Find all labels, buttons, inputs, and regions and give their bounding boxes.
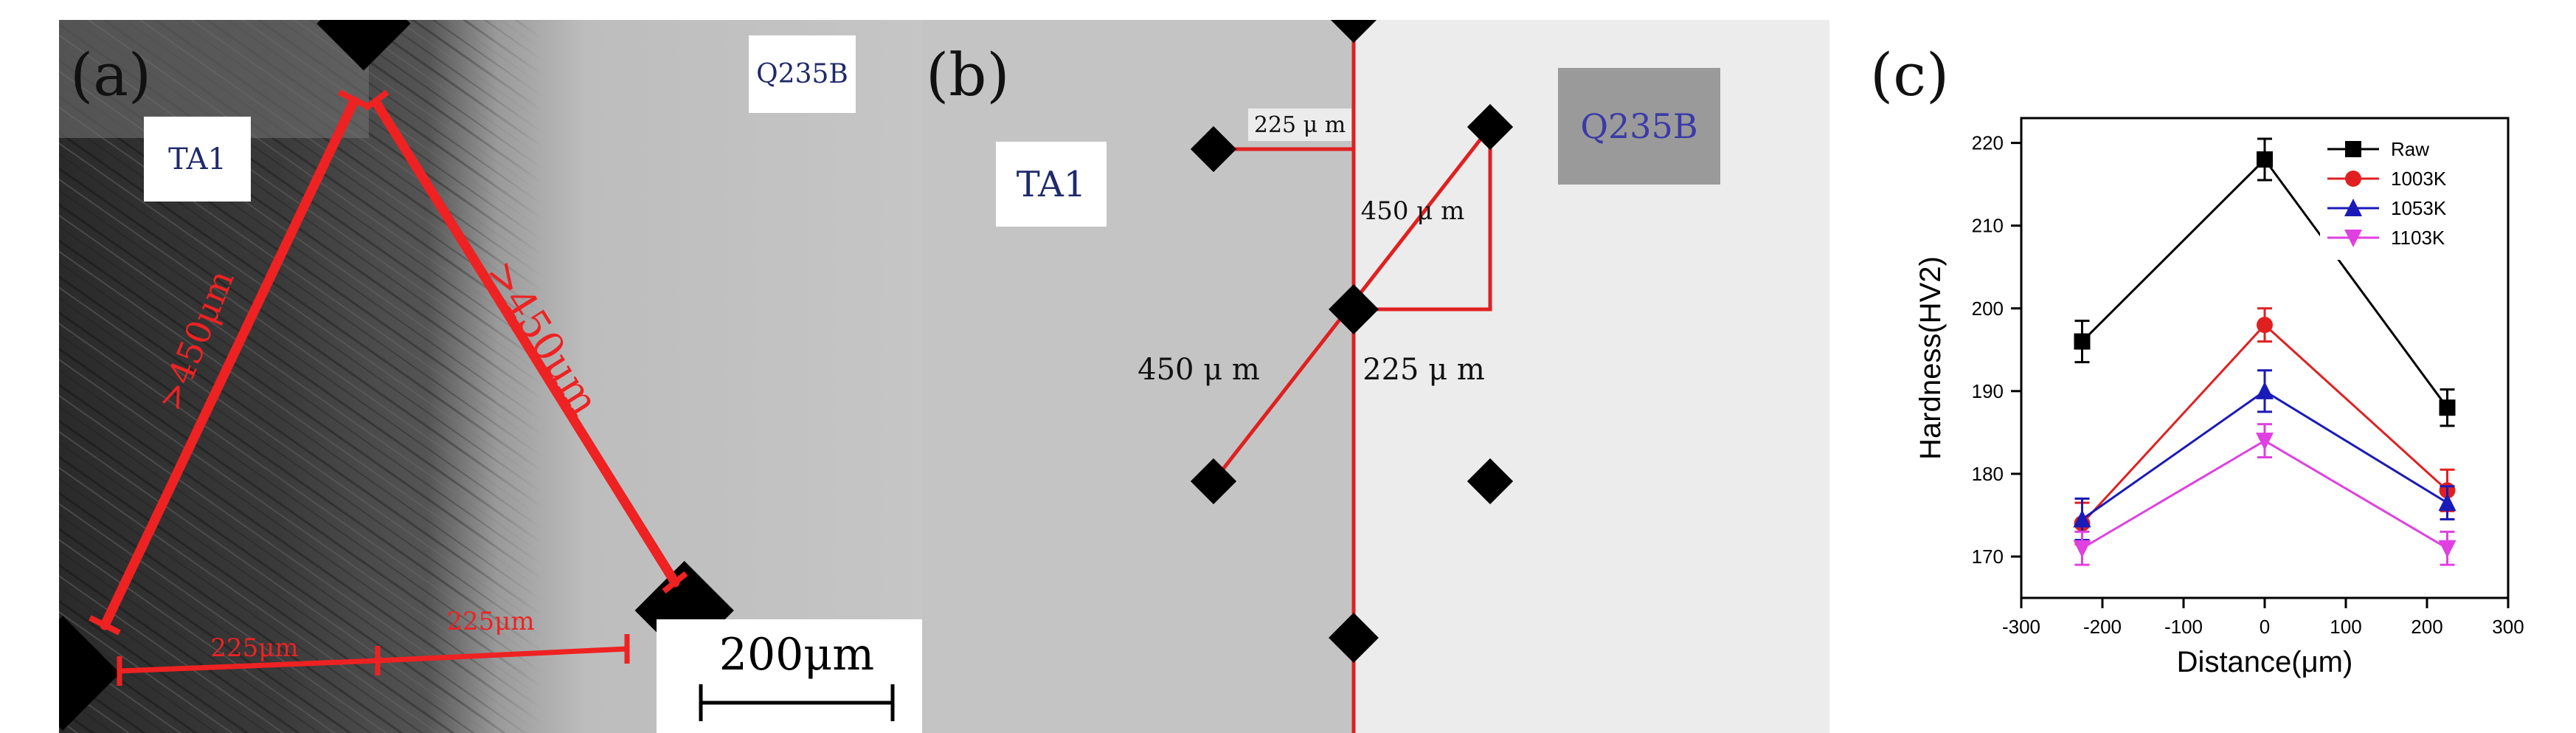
diag-upper-label: 450 μ m <box>1361 196 1465 226</box>
top-dim-label-bg <box>1248 109 1351 141</box>
data-point-marker <box>2438 493 2456 512</box>
bottom-left-label: 225μm <box>210 633 298 663</box>
horiz-dim-label: 225 μ m <box>1363 353 1485 387</box>
bottom-dim-left <box>119 658 378 674</box>
right-side-cap-bottom <box>662 571 688 594</box>
bottom-dim-right <box>377 646 628 664</box>
legend-entry: 1003K <box>2391 168 2447 190</box>
y-tick-label: 210 <box>1972 215 2004 237</box>
marker-interface-bottom <box>1329 613 1379 663</box>
hardness-chart: -300 -200 -100 0 100 200 300 170 180 190 200 210 220… <box>1914 117 2524 678</box>
data-point-marker <box>2345 171 2361 187</box>
panel-b-right-material: Q235B <box>1580 106 1698 146</box>
data-point-marker <box>2256 433 2274 451</box>
y-tick-label: 190 <box>1972 380 2004 402</box>
y-tick-label: 180 <box>1972 463 2004 485</box>
x-tick-label: 100 <box>2330 616 2361 638</box>
diag-lower-label: 450 μ m <box>1138 353 1260 387</box>
panel-a-right-material: Q235B <box>749 35 856 113</box>
y-tick-label: 170 <box>1972 546 2004 568</box>
data-point-marker <box>2439 399 2456 416</box>
x-tick-label: -200 <box>2083 616 2122 638</box>
bottom-right-label: 225μm <box>446 607 534 636</box>
series-1103k <box>2073 423 2456 566</box>
data-point-marker <box>2074 333 2091 350</box>
panel-b-label: (b) <box>926 41 1010 109</box>
panel-a-label: (a) <box>70 41 152 109</box>
data-point-marker <box>2257 317 2273 334</box>
x-tick-label: 300 <box>2492 616 2524 638</box>
right-triangle-dim <box>1354 127 1492 312</box>
series-raw <box>2074 137 2456 427</box>
legend-entry: 1103K <box>2391 227 2445 249</box>
y-tick-label: 200 <box>1972 297 2004 320</box>
y-axis-label: Hardness(HV2) <box>1914 256 1947 460</box>
triangle-left-side <box>100 96 359 630</box>
data-point-marker <box>2073 509 2091 528</box>
marker-right-bottom <box>1467 458 1514 505</box>
data-point-marker <box>2345 141 2361 157</box>
x-axis-label: Distance(μm) <box>2177 646 2353 678</box>
left-side-cap-top <box>338 89 370 110</box>
y-tick-label: 220 <box>1972 132 2004 154</box>
indent-marker-top <box>316 20 411 71</box>
x-tick-label: 0 <box>2260 616 2270 638</box>
top-dim-label: 225 μ m <box>1254 112 1346 138</box>
data-point-marker <box>2344 230 2362 247</box>
right-material-box <box>1558 68 1720 185</box>
data-point-marker <box>2256 381 2274 399</box>
right-side-cap-top <box>363 89 389 111</box>
data-point-marker <box>2344 199 2362 216</box>
indent-marker-bottom-left <box>59 616 120 731</box>
panel-b-left-material: TA1 <box>996 142 1107 227</box>
left-side-cap-bottom <box>89 615 121 636</box>
x-tick-label: -100 <box>2164 616 2203 638</box>
legend-entry: 1053K <box>2391 197 2447 219</box>
legend-entry: Raw <box>2391 138 2429 160</box>
triangle-right-side <box>371 97 680 588</box>
scale-bar-box <box>657 619 937 733</box>
x-tick-label: -300 <box>2002 616 2040 638</box>
data-point-marker <box>2257 151 2273 168</box>
data-point-marker <box>2073 540 2091 558</box>
scale-bar-label: 200μm <box>719 629 874 681</box>
marker-center <box>1329 284 1379 334</box>
panel-a-left-material: TA1 <box>144 117 251 202</box>
panel-c-label: (c) <box>1870 41 1950 109</box>
data-point-marker <box>2438 540 2456 558</box>
panel-b-schematic: 225 μ m 450 μ m 450 μ m 225 μ m <box>922 20 1829 733</box>
x-tick-label: 200 <box>2411 616 2442 638</box>
